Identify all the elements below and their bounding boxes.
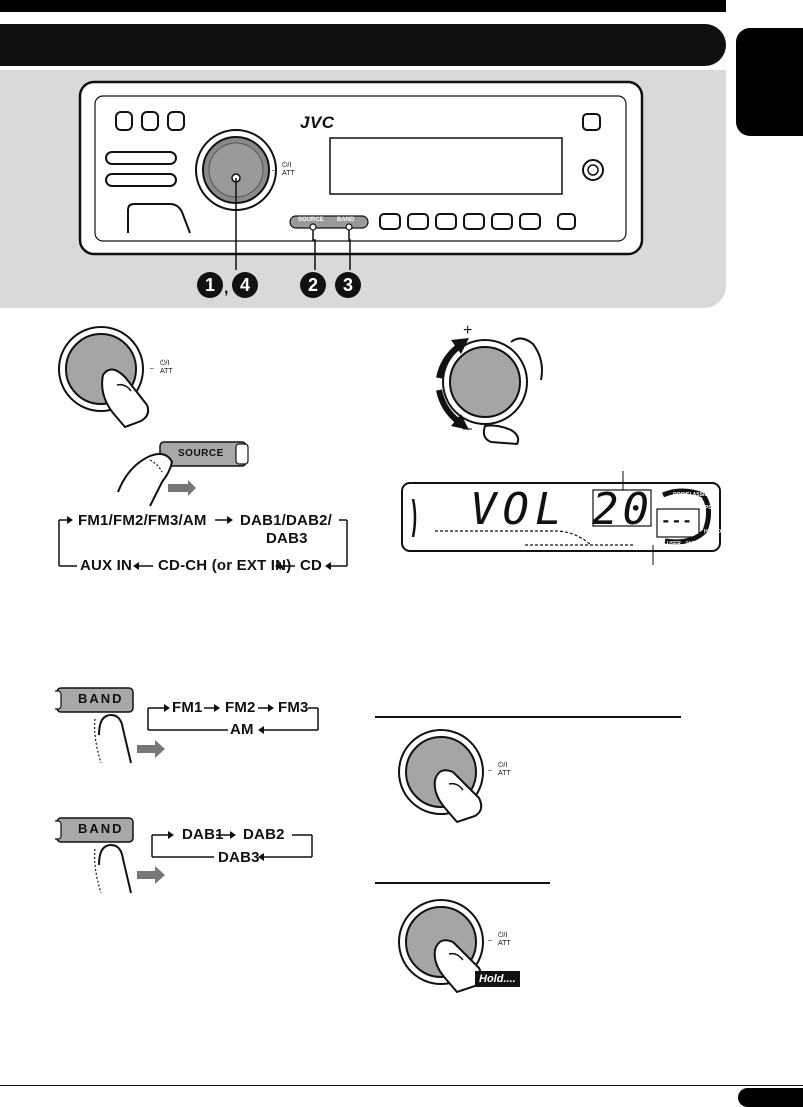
- band-fm-item-2: FM2: [225, 699, 256, 716]
- volume-minus-sign: –: [463, 420, 472, 437]
- bottom-rule: [0, 1085, 803, 1086]
- band-fm-flow-arrows: [147, 704, 319, 734]
- hold-badge: Hold....: [475, 971, 520, 987]
- eq-label-rock: ROCK: [673, 492, 688, 498]
- band-dab-item-2: DAB2: [243, 826, 285, 843]
- brand-logo: JVC: [300, 113, 335, 132]
- band-fm-item-3: FM3: [278, 699, 309, 716]
- att-knob-illustration: [398, 729, 484, 824]
- source-button-illustration: [117, 441, 249, 507]
- source-flow-cdch: CD-CH (or EXT IN): [158, 557, 292, 574]
- faceplate-illustration: [78, 80, 644, 270]
- source-flow-aux: AUX IN: [80, 557, 133, 574]
- callout-2: 2: [300, 272, 326, 298]
- band-fm-button-label: BAND: [78, 691, 124, 706]
- eq-label-hiphop: HIP HOP: [704, 529, 725, 535]
- language-tab: [736, 28, 803, 136]
- source-key-label: SOURCE: [298, 217, 324, 223]
- callout-separator: ,: [224, 280, 229, 297]
- hold-knob-illustration: [398, 899, 484, 994]
- lcd-display: ROCK CLASSIC POPS HIP HOP JAZZ USER: [401, 471, 725, 565]
- source-flow-arrows: [58, 516, 348, 570]
- page-number-tab: [738, 1088, 803, 1107]
- source-flow-fm: FM1/FM2/FM3/AM: [78, 512, 207, 529]
- att-power-label: – ⏻/I ATT: [488, 762, 511, 777]
- top-rule: [0, 0, 726, 12]
- band-fm-illustration: [55, 687, 165, 764]
- eq-label-pops: POPS: [705, 505, 720, 511]
- source-button-label: SOURCE: [178, 448, 224, 459]
- section-rule-1: [375, 716, 681, 718]
- lcd-vol-value: 20: [592, 484, 653, 535]
- eq-label-jazz: JAZZ: [685, 541, 698, 547]
- hold-power-label: – ⏻/I ATT: [488, 932, 511, 947]
- source-flow-cd: CD: [300, 557, 323, 574]
- section-rule-2: [375, 882, 550, 884]
- band-fm-loop: AM: [230, 721, 254, 738]
- source-flow-dab-line2: DAB3: [266, 530, 308, 547]
- volume-knob-illustration: [436, 337, 543, 446]
- eq-label-user: USER: [667, 541, 681, 547]
- band-fm-item-1: FM1: [172, 699, 203, 716]
- power-label: – ⏻/I ATT: [272, 162, 295, 177]
- source-flow-dab-line1: DAB1/DAB2/: [240, 512, 333, 529]
- section-title-bar: [0, 24, 726, 66]
- lcd-preset-segments: ---: [661, 511, 693, 530]
- callout-3: 3: [335, 272, 361, 298]
- callout-4: 4: [232, 272, 258, 298]
- band-dab-flow-arrows: [151, 831, 313, 861]
- band-dab-loop: DAB3: [218, 849, 260, 866]
- band-dab-illustration: [55, 817, 165, 894]
- band-dab-button-label: BAND: [78, 821, 124, 836]
- band-key-label: BAND: [337, 217, 355, 223]
- volume-plus-sign: +: [463, 322, 473, 339]
- power-knob-press-illustration: [58, 326, 150, 429]
- callout-1: 1: [197, 272, 223, 298]
- band-dab-item-1: DAB1: [182, 826, 224, 843]
- lcd-vol-text: VOL: [470, 484, 568, 535]
- eq-label-classic: CLASSIC: [686, 492, 708, 498]
- power-label-small: – ⏻/I ATT: [150, 360, 173, 375]
